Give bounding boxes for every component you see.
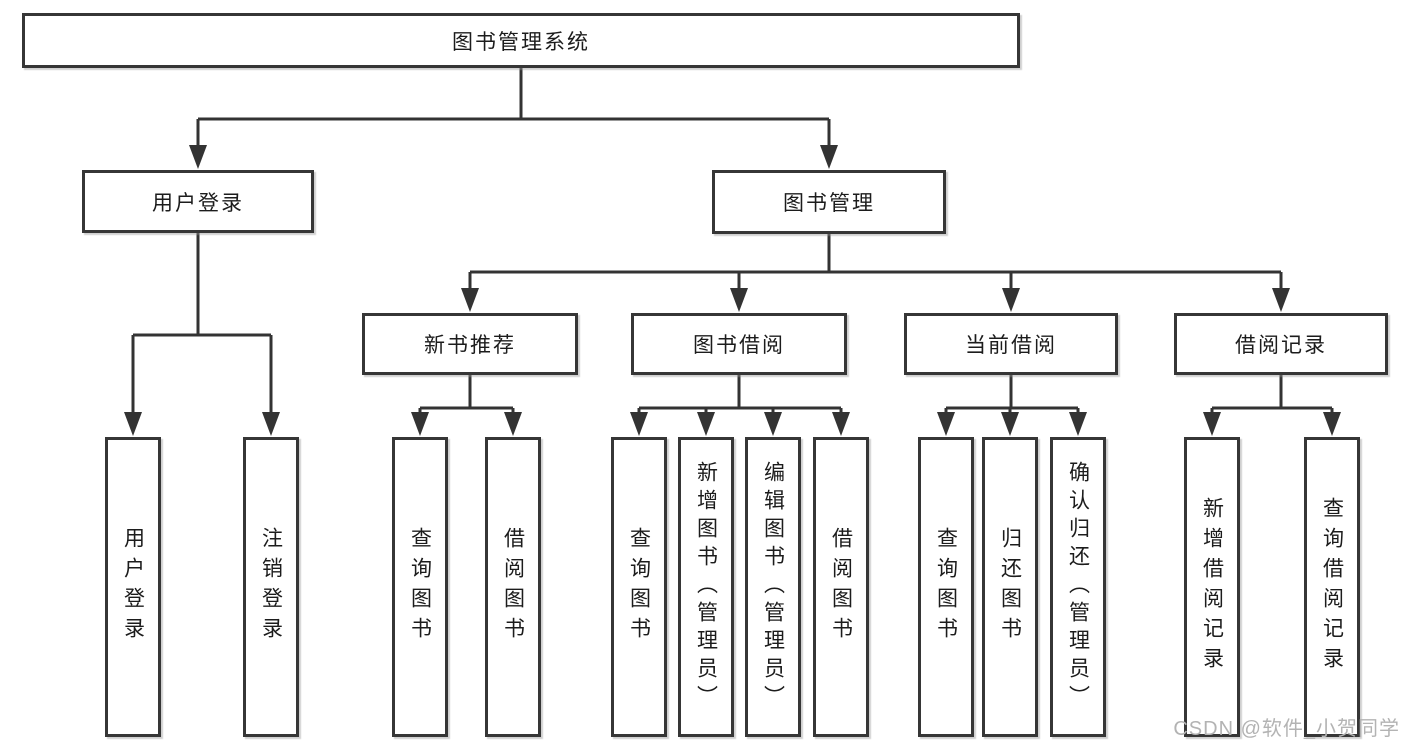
- arrowhead: [697, 412, 715, 436]
- connector-userlogin-to-leaves: [131, 233, 273, 414]
- arrowhead: [730, 288, 748, 312]
- leaf-user-login-box: 用户登录: [105, 437, 161, 737]
- leaf-query-books-borrow-box: 查询图书: [611, 437, 667, 737]
- arrowhead: [630, 412, 648, 436]
- connector-root-to-level2: [196, 68, 831, 146]
- leaf-logout-box: 注销登录: [243, 437, 299, 737]
- arrowhead: [1002, 288, 1020, 312]
- leaf-add-borrow-record-box: 新增借阅记录: [1184, 437, 1240, 737]
- csdn-watermark: CSDN @软件_小贺同学: [1173, 718, 1400, 740]
- arrowhead: [411, 412, 429, 436]
- leaf-edit-book-admin-box: 编辑图书（管理员）: [745, 437, 801, 737]
- arrowhead: [764, 412, 782, 436]
- book-management-box: 图书管理: [712, 170, 946, 234]
- arrowhead: [832, 412, 850, 436]
- leaf-return-book-box: 归还图书: [982, 437, 1038, 737]
- leaf-query-borrow-record-box: 查询借阅记录: [1304, 437, 1360, 737]
- borrow-record-box: 借阅记录: [1174, 313, 1388, 375]
- user-login-group-box: 用户登录: [82, 170, 314, 233]
- arrowhead: [124, 412, 142, 436]
- arrowhead: [1203, 412, 1221, 436]
- book-borrow-box: 图书借阅: [631, 313, 847, 375]
- leaf-query-books-current-box: 查询图书: [918, 437, 974, 737]
- arrowhead: [1001, 412, 1019, 436]
- current-borrow-box: 当前借阅: [904, 313, 1118, 375]
- leaf-add-book-admin-box: 新增图书（管理员）: [678, 437, 734, 737]
- leaf-borrow-books-recommend-box: 借阅图书: [485, 437, 541, 737]
- arrowhead: [1323, 412, 1341, 436]
- leaf-confirm-return-admin-box: 确认归还（管理员）: [1050, 437, 1106, 737]
- arrowhead: [189, 145, 207, 169]
- connector-records-to-leaves: [1210, 375, 1334, 414]
- leaf-borrow-books-box: 借阅图书: [813, 437, 869, 737]
- arrowhead: [1069, 412, 1087, 436]
- arrowhead: [1272, 288, 1290, 312]
- arrowhead: [262, 412, 280, 436]
- system-root-box: 图书管理系统: [22, 13, 1020, 68]
- arrowhead: [937, 412, 955, 436]
- connector-bookmgmt-to-level3: [468, 234, 1283, 290]
- new-book-recommend-box: 新书推荐: [362, 313, 578, 375]
- arrowhead: [820, 145, 838, 169]
- connector-newbook-to-leaves: [418, 375, 515, 414]
- connector-current-to-leaves: [944, 375, 1080, 414]
- leaf-query-books-recommend-box: 查询图书: [392, 437, 448, 737]
- arrowhead: [461, 288, 479, 312]
- connector-borrow-to-leaves: [637, 375, 843, 414]
- arrowhead: [504, 412, 522, 436]
